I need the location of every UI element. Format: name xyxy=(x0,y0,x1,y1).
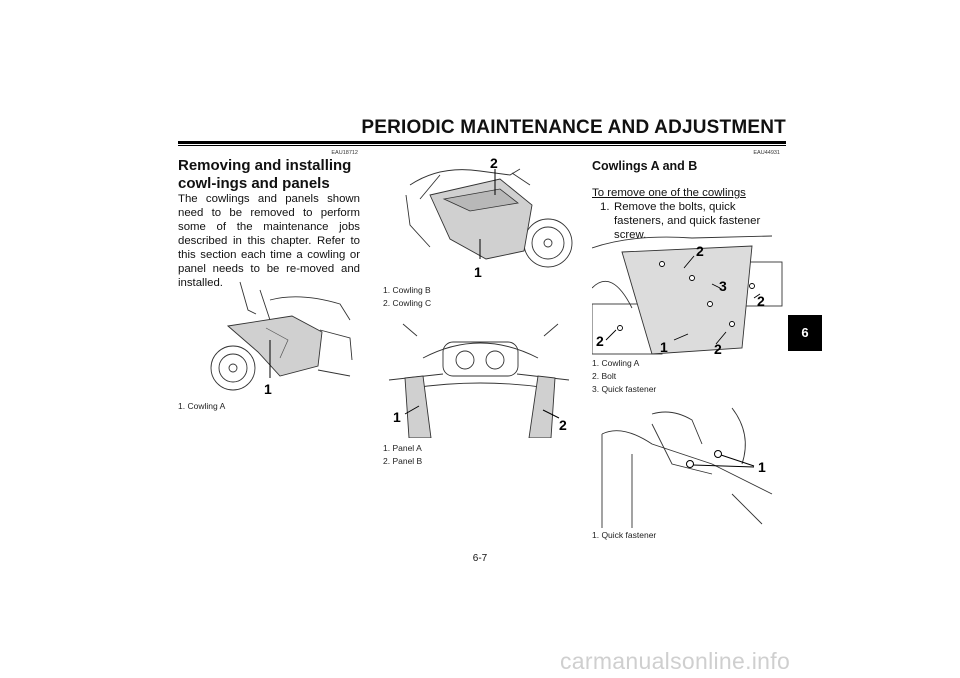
figure-quick-fastener: 1 xyxy=(601,407,773,528)
callout-label: 3 xyxy=(719,278,727,294)
figure-caption: 1. Panel A xyxy=(383,443,422,453)
callout-label: 2 xyxy=(714,341,722,356)
figure-panels-a-b: 1 2 xyxy=(388,323,570,438)
figure-cowling-a-fasteners: 2 3 2 2 1 2 xyxy=(592,235,783,356)
figure-caption: 2. Bolt xyxy=(592,371,617,381)
callout-label: 2 xyxy=(596,333,604,349)
figure-caption: 1. Quick fastener xyxy=(592,530,657,540)
callout-label: 2 xyxy=(559,417,567,433)
chapter-tab: 6 xyxy=(788,315,822,351)
callout-label: 1 xyxy=(264,381,272,397)
page-header-title: PERIODIC MAINTENANCE AND ADJUSTMENT xyxy=(361,117,786,138)
callout-label: 1 xyxy=(758,459,766,475)
callout-label: 2 xyxy=(490,155,498,171)
figure-caption: 1. Cowling A xyxy=(592,358,640,368)
callout-label: 2 xyxy=(696,243,704,259)
section-body: The cowlings and panels shown need to be… xyxy=(178,193,360,289)
figure-cowling-b-c: 2 1 xyxy=(405,155,573,280)
callout-label: 1 xyxy=(474,264,482,280)
figure-caption: 2. Cowling C xyxy=(383,298,432,308)
callout-label: 1 xyxy=(660,339,668,355)
figure-caption: 1. Cowling B xyxy=(383,285,431,295)
section-heading: Cowlings A and B xyxy=(592,159,698,173)
subheading: To remove one of the cowlings xyxy=(592,187,746,199)
watermark: carmanualsonline.info xyxy=(560,648,791,674)
callout-label: 2 xyxy=(757,293,765,309)
figure-cowling-a: 1 xyxy=(210,281,353,397)
section-code: EAU18712 xyxy=(331,150,358,156)
figure-caption: 3. Quick fastener xyxy=(592,384,657,394)
figure-caption: 1. Cowling A xyxy=(178,401,226,411)
section-heading: Removing and installing cowl-ings and pa… xyxy=(178,157,352,192)
section-code: EAU44931 xyxy=(753,150,780,156)
step-number: 1. xyxy=(600,201,610,213)
callout-label: 1 xyxy=(393,409,401,425)
figure-caption: 2. Panel B xyxy=(383,456,423,466)
header-rule-thin xyxy=(178,145,786,146)
header-rule xyxy=(178,141,786,144)
page-number: 6-7 xyxy=(472,553,488,564)
